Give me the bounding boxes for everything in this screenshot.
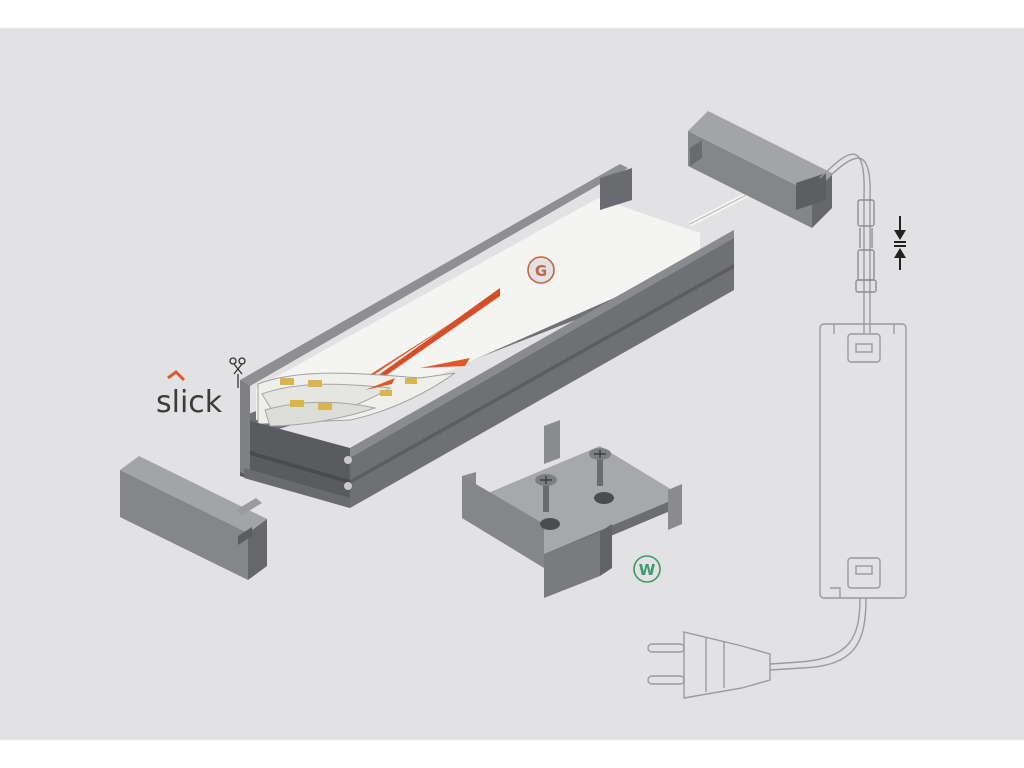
aluminium-profile: [240, 164, 734, 508]
slick-logo: slick: [156, 370, 223, 420]
mounting-screw: [535, 474, 557, 512]
diffuser-callout: G: [527, 256, 555, 284]
led-strip: [257, 358, 470, 427]
end-cap-left: [120, 456, 267, 580]
led-profile-diagram: slick G W: [120, 111, 907, 699]
end-cap-right: [688, 111, 832, 228]
brand-name: slick: [156, 385, 223, 420]
diffuser-letter: G: [535, 262, 547, 280]
mounting-callout: W: [633, 555, 661, 583]
mounting-screw: [589, 448, 611, 486]
scissors-icon: [229, 357, 246, 388]
cable-connector: [855, 199, 877, 293]
mains-cable: [769, 597, 867, 671]
compress-arrows-icon: [894, 216, 906, 270]
power-plug-icon: [647, 631, 771, 699]
mounting-letter: W: [639, 561, 656, 579]
diagram-canvas: slick G W: [0, 28, 1024, 740]
supply-cable: [819, 153, 871, 333]
mounting-clip: [462, 420, 682, 598]
led-power-supply: [819, 323, 907, 599]
